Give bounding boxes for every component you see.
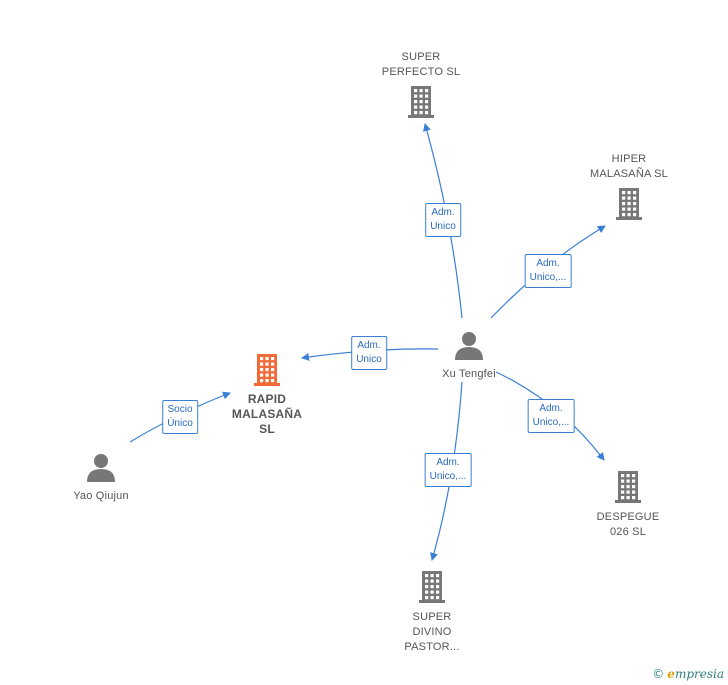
hiper-malasana-building-icon[interactable] bbox=[616, 188, 642, 220]
edge-label-line: Adm. bbox=[431, 207, 455, 218]
node-label-line: SL bbox=[259, 422, 275, 436]
yao-qiujun-person-icon[interactable] bbox=[87, 454, 115, 482]
edge-label-xu-tengfei-to-rapid-malasana[interactable]: Adm. Unico bbox=[351, 336, 387, 370]
node-label-line: MALASAÑA SL bbox=[589, 168, 669, 180]
edge-label-xu-tengfei-to-super-divino[interactable]: Adm. Unico,... bbox=[424, 453, 472, 487]
edge-label-line: Unico bbox=[430, 221, 456, 232]
edge-label-line: Unico,... bbox=[429, 471, 467, 482]
node-label-despegue[interactable]: DESPEGUE 026 SL bbox=[597, 510, 660, 540]
brand-initial: e bbox=[667, 667, 675, 681]
node-label-line: SUPER bbox=[401, 51, 441, 63]
edge-label-line: Adm. bbox=[357, 340, 381, 351]
nodes-layer bbox=[87, 86, 642, 603]
node-label-super-divino[interactable]: SUPER DIVINO PASTOR... bbox=[404, 610, 459, 655]
node-label-line: PERFECTO SL bbox=[381, 66, 461, 78]
node-label-xu-tengfei[interactable]: Xu Tengfei bbox=[442, 367, 496, 382]
rapid-malasana-building-icon[interactable] bbox=[254, 354, 280, 386]
node-label-line: MALASAÑA bbox=[231, 407, 303, 421]
edge-label-line: Unico,... bbox=[529, 272, 567, 283]
node-label-line: RAPID bbox=[247, 392, 287, 406]
copyright-icon: © bbox=[652, 667, 665, 681]
edge-label-line: Adm. bbox=[539, 403, 563, 414]
edge-label-line: Socio bbox=[167, 404, 193, 415]
node-label-line: DIVINO bbox=[412, 626, 452, 638]
super-perfecto-building-icon[interactable] bbox=[408, 86, 434, 118]
node-label-line: DESPEGUE bbox=[596, 511, 660, 523]
brand-name: mpresia bbox=[674, 667, 724, 681]
edge-label-line: Unico,... bbox=[532, 417, 570, 428]
edge-label-line: Adm. bbox=[436, 457, 460, 468]
super-divino-building-icon[interactable] bbox=[419, 571, 445, 603]
node-label-yao-qiujun[interactable]: Yao Qiujun bbox=[73, 489, 129, 504]
edge-label-line: Adm. bbox=[536, 258, 560, 269]
edge-label-line: Unico bbox=[356, 354, 382, 365]
edge-label-line: Único bbox=[167, 418, 193, 429]
node-label-line: HIPER bbox=[611, 153, 647, 165]
node-label-line: Yao Qiujun bbox=[73, 490, 129, 502]
node-label-line: SUPER bbox=[412, 611, 452, 623]
node-label-line: PASTOR... bbox=[404, 641, 460, 653]
edge-label-xu-tengfei-to-despegue[interactable]: Adm. Unico,... bbox=[527, 399, 575, 433]
edge-label-xu-tengfei-to-hiper-malasana[interactable]: Adm. Unico,... bbox=[524, 254, 572, 288]
despegue-building-icon[interactable] bbox=[615, 471, 641, 503]
node-label-line: 026 SL bbox=[609, 526, 647, 538]
xu-tengfei-person-icon[interactable] bbox=[455, 332, 483, 360]
edge-label-xu-tengfei-to-super-perfecto[interactable]: Adm. Unico bbox=[425, 203, 461, 237]
node-label-super-perfecto[interactable]: SUPER PERFECTO SL bbox=[382, 50, 460, 80]
node-label-line: Xu Tengfei bbox=[442, 368, 496, 380]
node-label-hiper-malasana[interactable]: HIPER MALASAÑA SL bbox=[590, 152, 668, 182]
empresia-footer[interactable]: ©empresia bbox=[652, 667, 724, 681]
